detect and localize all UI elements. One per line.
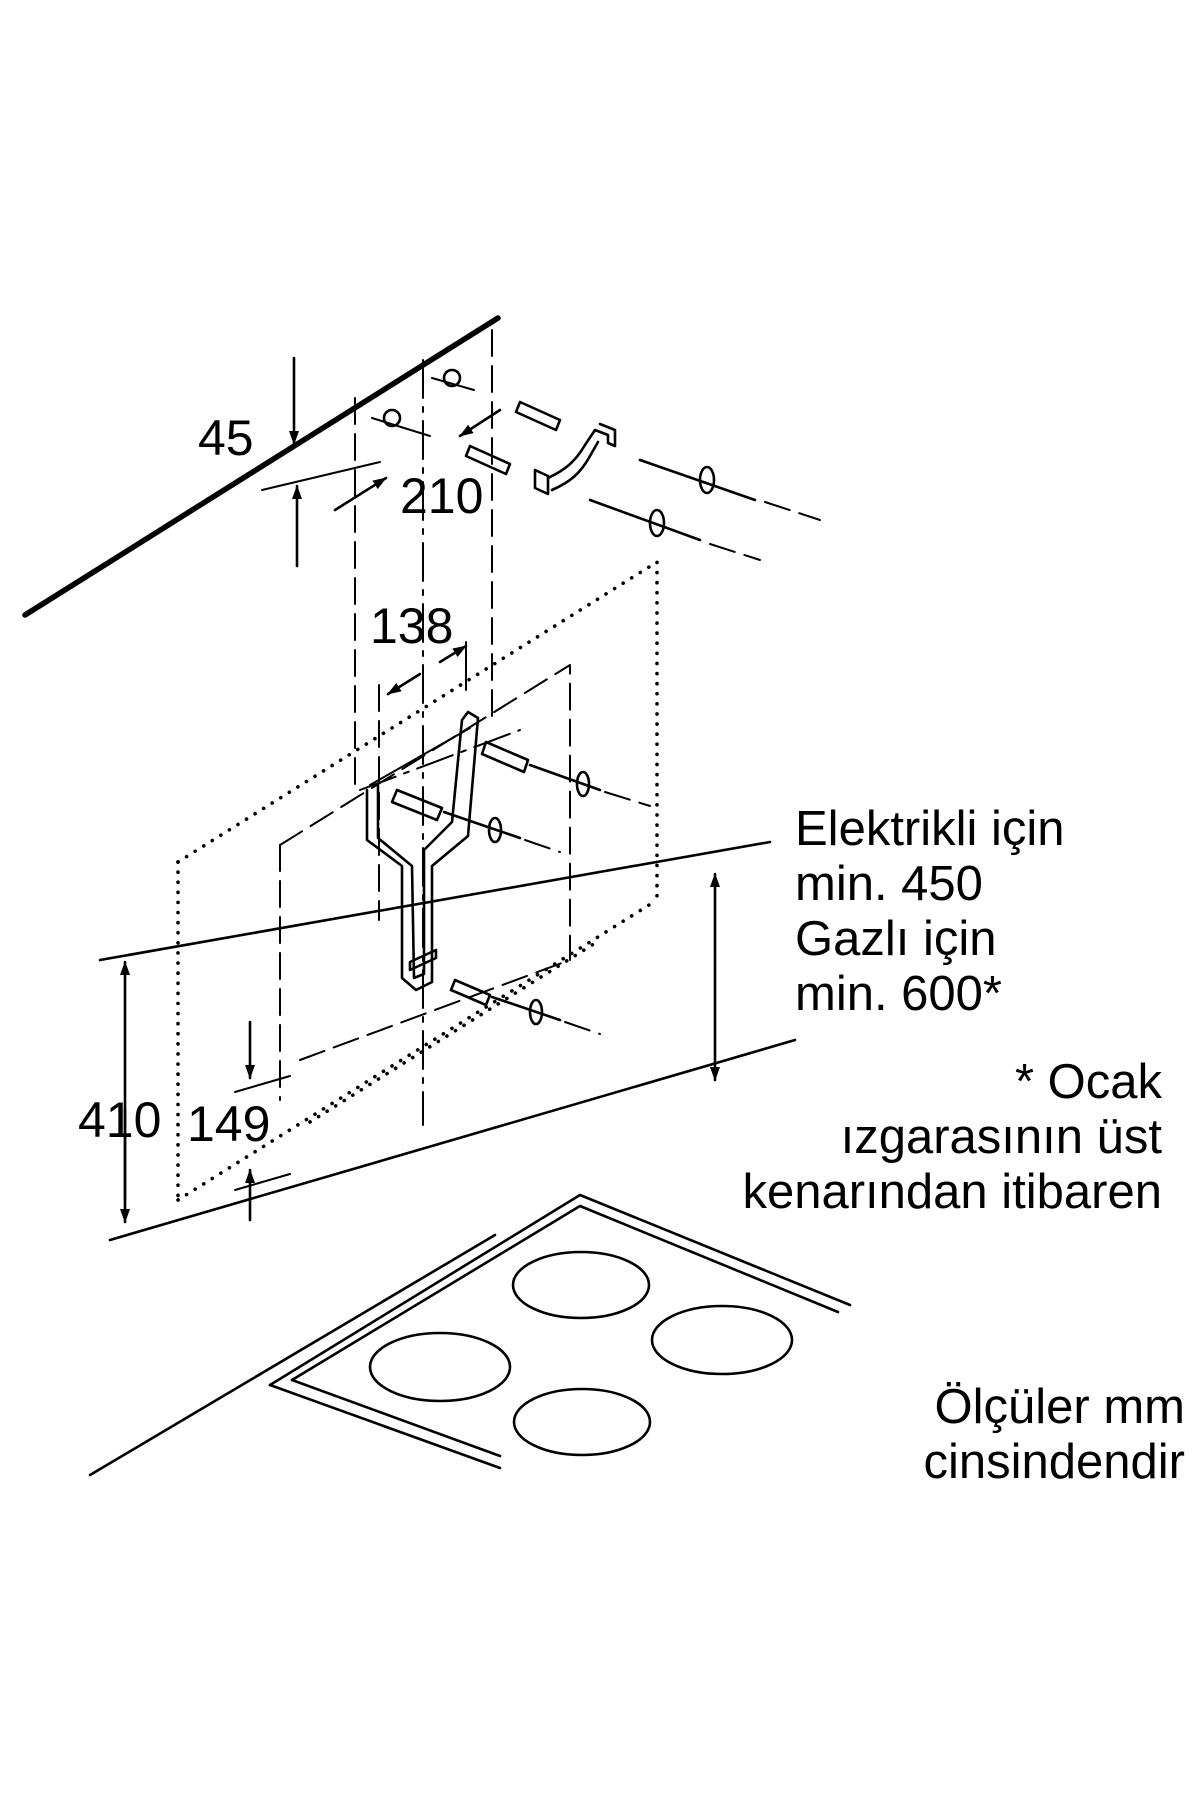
footnote: * Ocak ızgarasının üst kenarından itibar…: [742, 1055, 1162, 1219]
clearance-line-3: Gazlı için: [795, 912, 997, 966]
screw-icon: [442, 458, 821, 1035]
dim-lower-offset: 149: [187, 1096, 270, 1152]
mounting-area: [279, 664, 571, 1101]
hob: [88, 1193, 852, 1477]
hob-burner-icon: [368, 1250, 794, 1457]
dim-bracket-width: 138: [370, 598, 453, 654]
units-line-1: Ölçüler mm: [935, 1380, 1185, 1434]
units-note: Ölçüler mm cinsindendir: [924, 1380, 1186, 1489]
ceiling-line: [22, 315, 501, 618]
dim-hole-spacing: 210: [400, 468, 483, 524]
clearance-note: Elektrikli için min. 450 Gazlı için min.…: [795, 802, 1065, 1021]
clearance-line-1: Elektrikli için: [795, 802, 1065, 856]
clearance-line-4: min. 600*: [795, 967, 1002, 1021]
dimension-arrow-icon: [120, 356, 720, 1224]
dim-mount-height: 410: [78, 1092, 161, 1148]
dim-ceiling-offset: 45: [198, 410, 254, 466]
footnote-line-2: ızgarasının üst: [841, 1110, 1163, 1164]
hood-outline: [176, 560, 659, 1202]
vertical-guides: [354, 329, 493, 1126]
reference-lines: [98, 461, 797, 1242]
wall-plug-icon: [390, 400, 562, 1007]
top-bracket: [371, 368, 617, 496]
footnote-line-1: * Ocak: [1015, 1055, 1163, 1109]
units-line-2: cinsindendir: [924, 1435, 1186, 1489]
clearance-line-2: min. 450: [795, 857, 983, 911]
footnote-line-3: kenarından itibaren: [742, 1165, 1162, 1219]
